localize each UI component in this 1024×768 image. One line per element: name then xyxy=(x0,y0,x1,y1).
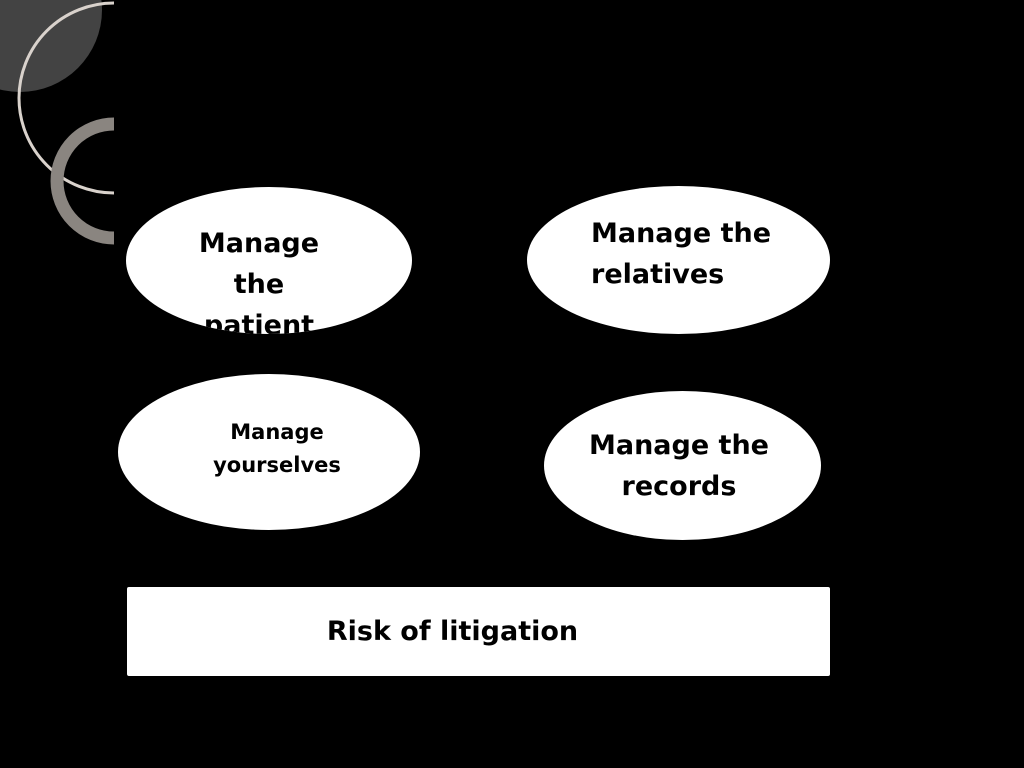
node-label-line: patient xyxy=(203,310,315,334)
node-label-line: Manage the xyxy=(588,430,769,461)
node-label-line: the xyxy=(233,269,285,300)
node-manage-records: Manage the records xyxy=(544,391,821,540)
node-label: Manage the relatives xyxy=(591,213,811,295)
node-label-line: Manage the xyxy=(591,218,772,249)
node-manage-yourselves: Manage yourselves xyxy=(118,374,420,530)
node-manage-relatives: Manage the relatives xyxy=(527,186,830,334)
node-label-line: Manage xyxy=(230,420,324,444)
risk-label: Risk of litigation xyxy=(326,616,579,647)
node-label-line: records xyxy=(621,471,737,502)
risk-box: Risk of litigation xyxy=(127,587,830,676)
node-label-line: relatives xyxy=(591,259,725,290)
node-label: Manage the records xyxy=(574,425,784,507)
node-label-line: yourselves xyxy=(213,453,341,477)
node-label: Manage the patient xyxy=(186,223,332,334)
decor-thin-arc xyxy=(17,1,115,195)
decor-gray-disc xyxy=(0,0,102,92)
decor-thick-arc xyxy=(50,117,115,245)
node-label-line: Manage xyxy=(198,228,320,259)
node-label: Manage yourselves xyxy=(184,416,370,482)
node-manage-patient: Manage the patient xyxy=(126,187,412,334)
